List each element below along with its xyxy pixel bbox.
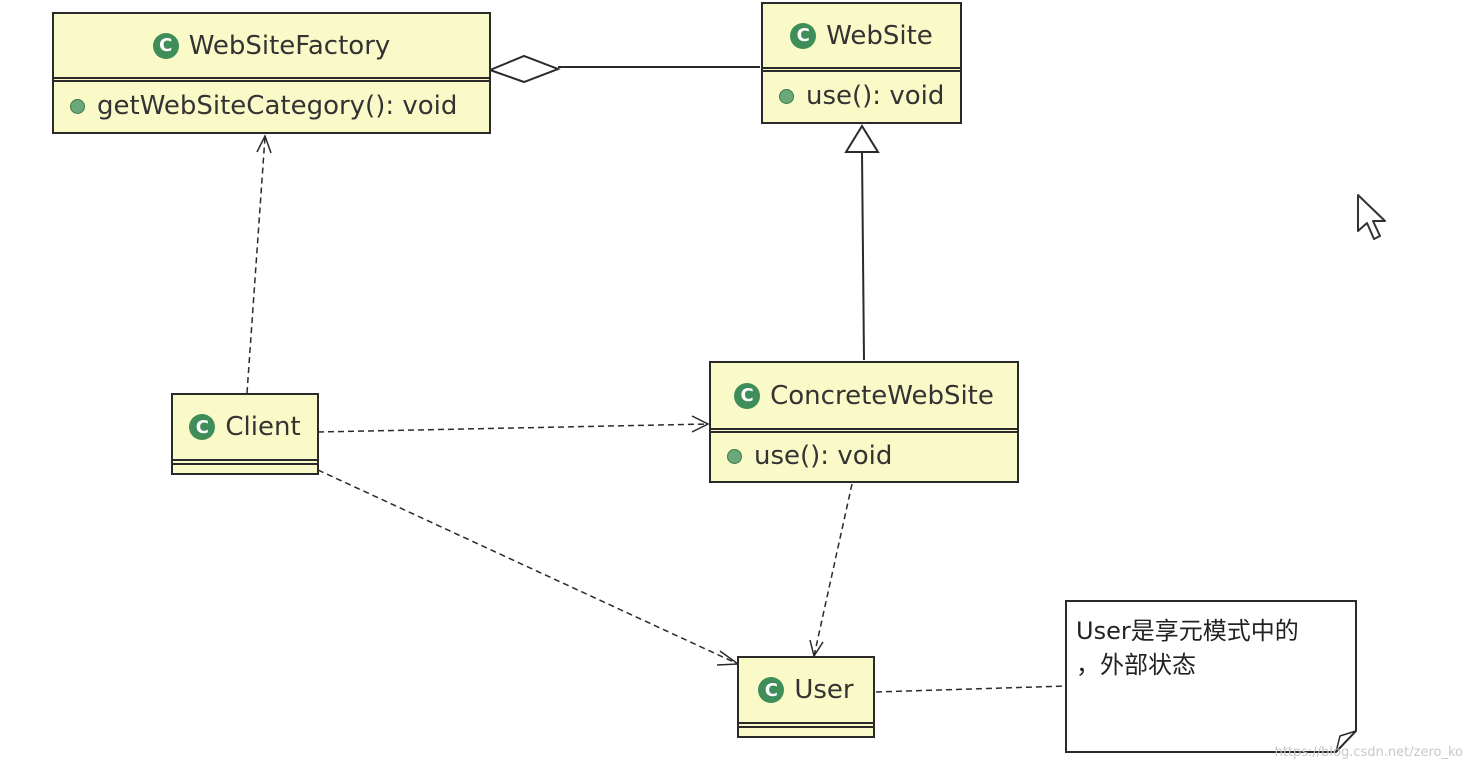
- method-signature: use(): void: [806, 81, 945, 111]
- note-text[interactable]: User是享元模式中的 ，外部状态: [1076, 614, 1348, 682]
- class-header: C WebSite: [763, 4, 960, 72]
- class-header: C WebSiteFactory: [54, 14, 489, 82]
- class-header: C User: [739, 658, 873, 728]
- method-row: use(): void: [711, 433, 1017, 479]
- class-websitefactory[interactable]: C WebSiteFactory getWebSiteCategory(): v…: [52, 12, 491, 134]
- dependency-arrowhead: [691, 415, 710, 433]
- public-method-icon: [779, 88, 794, 104]
- class-name: ConcreteWebSite: [770, 380, 994, 411]
- dependency-client-user: [317, 469, 739, 665]
- dependency-client-factory: [246, 136, 266, 394]
- method-row: getWebSiteCategory(): void: [54, 82, 489, 130]
- dependency-arrowhead: [256, 134, 272, 154]
- class-header: C Client: [173, 395, 317, 465]
- class-icon: C: [758, 677, 785, 703]
- aggregation-diamond: [487, 54, 561, 84]
- class-icon: C: [734, 382, 761, 409]
- mouse-cursor-icon: [1357, 194, 1386, 240]
- class-website[interactable]: C WebSite use(): void: [761, 2, 962, 124]
- class-concretewebsite[interactable]: C ConcreteWebSite use(): void: [709, 361, 1019, 483]
- method-row: use(): void: [763, 72, 960, 120]
- method-signature: use(): void: [754, 441, 893, 471]
- class-name: Client: [225, 412, 301, 442]
- generalization-arrowhead: [844, 124, 880, 153]
- generalization-line: [861, 151, 865, 361]
- method-signature: getWebSiteCategory(): void: [97, 91, 458, 121]
- public-method-icon: [70, 98, 85, 114]
- class-user[interactable]: C User: [737, 656, 875, 738]
- class-header: C ConcreteWebSite: [711, 363, 1017, 433]
- class-name: WebSite: [826, 20, 933, 51]
- note-line-1: User是享元模式中的: [1076, 617, 1299, 645]
- dependency-client-concrete: [317, 423, 709, 433]
- note-shape: [1065, 600, 1357, 753]
- note-line-2: ，外部状态: [1076, 651, 1196, 679]
- class-icon: C: [790, 22, 817, 49]
- note-fold: [1335, 730, 1357, 753]
- class-client[interactable]: C Client: [171, 393, 319, 475]
- class-icon: C: [152, 32, 179, 59]
- note-connector: [875, 685, 1067, 693]
- dependency-concrete-user: [813, 483, 853, 657]
- class-name: WebSiteFactory: [188, 30, 391, 61]
- class-name: User: [794, 675, 854, 705]
- dependency-arrowhead: [716, 650, 741, 666]
- watermark-text: https://blog.csdn.net/zero_ko: [1274, 745, 1463, 760]
- class-icon: C: [189, 414, 216, 440]
- public-method-icon: [727, 448, 742, 464]
